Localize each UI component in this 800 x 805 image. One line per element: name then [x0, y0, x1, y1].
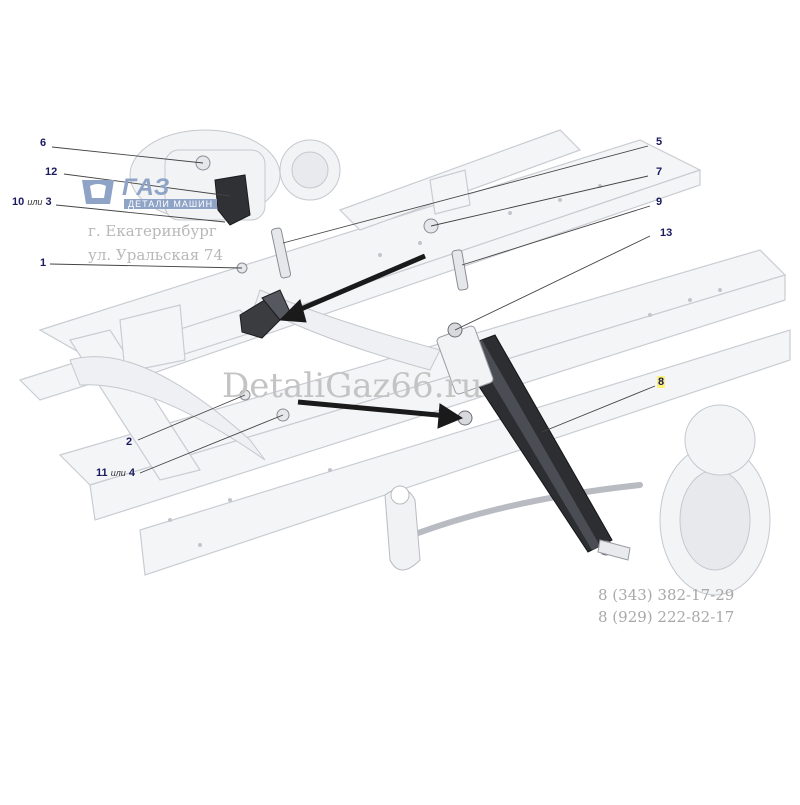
- callout-10: 10: [12, 196, 25, 208]
- watermark-logo: ГАЗ ДЕТАЛИ МАШИН: [78, 172, 256, 212]
- bolts: [195, 155, 469, 422]
- callout-1: 1: [40, 257, 47, 269]
- lower-bracket: [239, 289, 291, 339]
- upper-mount: [214, 174, 251, 226]
- watermark-site: DetaliGaz66.ru: [222, 366, 483, 406]
- logo-text: ГАЗ: [122, 174, 171, 201]
- bracket-lower: [384, 485, 421, 571]
- callout-7: 7: [656, 166, 663, 178]
- watermark-city: г. Екатеринбург: [88, 222, 217, 240]
- arrow-head-lower: [437, 403, 464, 429]
- callout-13: 13: [660, 227, 673, 239]
- pointer-arrows: [278, 253, 464, 429]
- callout-or-label: или: [27, 197, 43, 207]
- leader-lines: [49, 145, 656, 474]
- watermark-street: ул. Уральская 74: [88, 246, 224, 264]
- callout-9: 9: [656, 196, 663, 208]
- deer-emblem-icon: [82, 180, 114, 204]
- arrow-head-upper: [278, 299, 307, 323]
- callout-11: 11: [96, 467, 108, 479]
- phone-line-2: 8 (929) 222-82-17: [598, 608, 735, 626]
- callout-8: 8: [657, 376, 666, 388]
- callout-4: 4: [128, 467, 135, 479]
- phone-line-1: 8 (343) 382-17-29: [598, 586, 735, 604]
- logo-subtitle: ДЕТАЛИ МАШИН: [124, 199, 218, 209]
- callout-5: 5: [656, 136, 663, 148]
- callout-11-or-4: 11 или 4: [96, 467, 135, 479]
- callout-6: 6: [40, 137, 47, 149]
- callout-12: 12: [45, 166, 58, 178]
- callout-3: 3: [45, 196, 52, 208]
- callout-10-or-3: 10 или 3: [12, 196, 52, 208]
- callout-or-label-2: или: [110, 468, 126, 478]
- callout-2: 2: [126, 436, 133, 448]
- stabilizer-link: [397, 482, 643, 543]
- wheel-hub: [659, 404, 771, 596]
- shock-absorber: [436, 322, 631, 561]
